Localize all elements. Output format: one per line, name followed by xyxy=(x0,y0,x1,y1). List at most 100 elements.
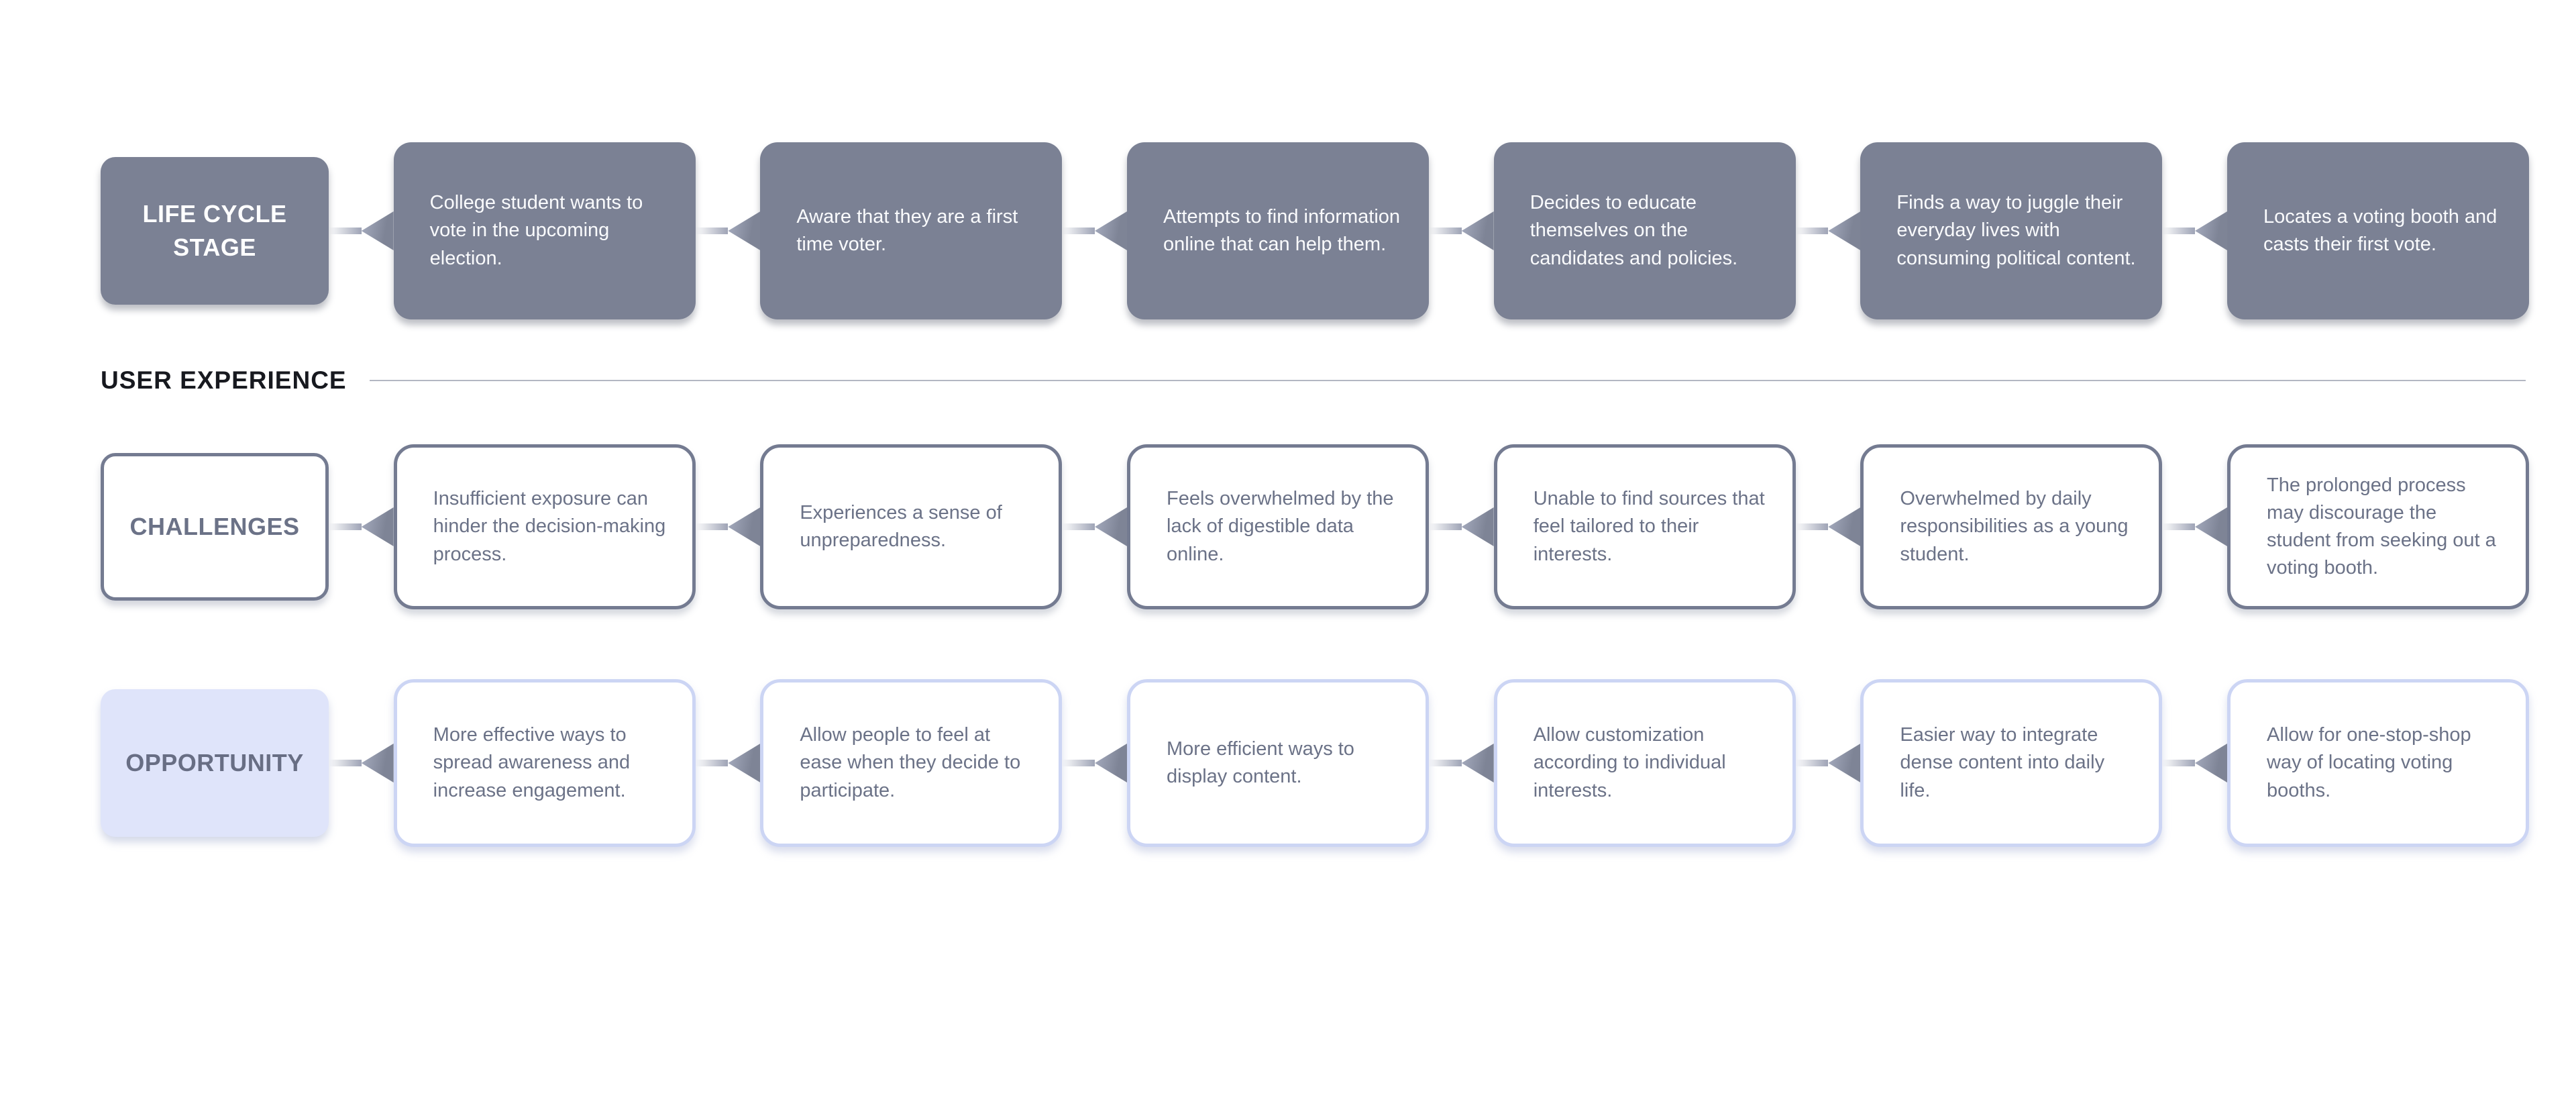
connector-line xyxy=(1429,228,1462,234)
challenge-card-text: The prolonged process may discourage the… xyxy=(2267,474,2496,579)
opportunity-card-text: Allow for one-stop-shop way of locating … xyxy=(2267,724,2471,801)
flow-connector xyxy=(1795,507,1861,546)
flow-connector xyxy=(2162,744,2228,782)
opportunity-card-text: More efficient ways to display content. xyxy=(1167,738,1354,787)
life-cycle-stage-row: LIFE CYCLE STAGE College student wants t… xyxy=(0,142,2576,319)
connector-line xyxy=(1429,760,1462,766)
connector-line xyxy=(329,523,362,530)
flow-connector xyxy=(329,211,394,250)
challenge-card-text: Feels overwhelmed by the lack of digesti… xyxy=(1167,488,1394,565)
opportunity-row: OPPORTUNITY More effective ways to sprea… xyxy=(0,679,2576,847)
connector-line xyxy=(329,228,362,234)
arrow-left-icon xyxy=(1828,507,1861,546)
challenge-card: Overwhelmed by daily responsibilities as… xyxy=(1860,444,2163,609)
arrow-left-icon xyxy=(2195,744,2228,782)
flow-connector xyxy=(695,744,761,782)
arrow-left-icon xyxy=(361,507,394,546)
flow-connector xyxy=(1795,744,1861,782)
flow-connector xyxy=(695,507,761,546)
challenges-label: CHALLENGES xyxy=(101,453,329,601)
stage-card-text: Attempts to find information online that… xyxy=(1163,205,1401,255)
challenge-card: Insufficient exposure can hinder the dec… xyxy=(393,444,696,609)
arrow-left-icon xyxy=(2195,507,2228,546)
connector-line xyxy=(1062,760,1095,766)
flow-connector xyxy=(1062,744,1128,782)
flow-connector xyxy=(1795,211,1861,250)
user-experience-section-header: USER EXPERIENCE xyxy=(0,362,2576,399)
flow-connector xyxy=(329,744,394,782)
challenges-label-text: CHALLENGES xyxy=(129,512,300,540)
connector-line xyxy=(2162,760,2196,766)
connector-line xyxy=(2162,228,2196,234)
opportunity-card: Easier way to integrate dense content in… xyxy=(1860,679,2163,847)
challenge-card: The prolonged process may discourage the… xyxy=(2227,444,2530,609)
opportunity-card: Allow people to feel at ease when they d… xyxy=(760,679,1063,847)
connector-line xyxy=(1062,523,1095,530)
stage-card-text: Finds a way to juggle their everyday liv… xyxy=(1896,192,2136,269)
stage-card: Locates a voting booth and casts their f… xyxy=(2227,142,2530,319)
stage-card: Aware that they are a first time voter. xyxy=(760,142,1063,319)
connector-line xyxy=(2162,523,2196,530)
arrow-left-icon xyxy=(2195,211,2228,250)
flow-connector xyxy=(1429,744,1494,782)
challenge-card: Unable to find sources that feel tailore… xyxy=(1493,444,1796,609)
opportunity-label-text: OPPORTUNITY xyxy=(125,748,304,776)
arrow-left-icon xyxy=(1461,507,1494,546)
flow-connector xyxy=(1062,211,1128,250)
stage-card-text: Decides to educate themselves on the can… xyxy=(1529,192,1738,269)
opportunity-card: Allow customization according to individ… xyxy=(1493,679,1796,847)
flow-connector xyxy=(329,507,394,546)
connector-line xyxy=(695,523,729,530)
arrow-left-icon xyxy=(361,211,394,250)
opportunity-card-text: Easier way to integrate dense content in… xyxy=(1900,724,2105,801)
challenge-card: Experiences a sense of unpreparedness. xyxy=(760,444,1063,609)
opportunity-card: Allow for one-stop-shop way of locating … xyxy=(2227,679,2530,847)
connector-line xyxy=(1795,228,1829,234)
arrow-left-icon xyxy=(1828,744,1861,782)
connector-line xyxy=(695,228,729,234)
arrow-left-icon xyxy=(728,507,761,546)
stage-card: Attempts to find information online that… xyxy=(1127,142,1430,319)
arrow-left-icon xyxy=(1828,211,1861,250)
journey-map-diagram: LIFE CYCLE STAGE College student wants t… xyxy=(0,142,2576,1112)
challenge-card: Feels overwhelmed by the lack of digesti… xyxy=(1127,444,1430,609)
opportunity-card: More efficient ways to display content. xyxy=(1127,679,1430,847)
opportunity-card: More effective ways to spread awareness … xyxy=(393,679,696,847)
flow-connector xyxy=(2162,507,2228,546)
opportunity-label: OPPORTUNITY xyxy=(101,689,329,837)
arrow-left-icon xyxy=(1095,744,1128,782)
life-cycle-stage-label: LIFE CYCLE STAGE xyxy=(101,157,329,305)
connector-line xyxy=(329,760,362,766)
arrow-left-icon xyxy=(361,744,394,782)
connector-line xyxy=(1795,523,1829,530)
connector-line xyxy=(1795,760,1829,766)
arrow-left-icon xyxy=(1461,211,1494,250)
connector-line xyxy=(1429,523,1462,530)
arrow-left-icon xyxy=(1461,744,1494,782)
stage-card-text: Locates a voting booth and casts their f… xyxy=(2263,205,2498,255)
section-title: USER EXPERIENCE xyxy=(101,366,347,394)
opportunity-card-text: Allow customization according to individ… xyxy=(1533,724,1726,801)
stage-card: College student wants to vote in the upc… xyxy=(393,142,696,319)
flow-connector xyxy=(2162,211,2228,250)
arrow-left-icon xyxy=(728,211,761,250)
flow-connector xyxy=(695,211,761,250)
challenge-card-text: Insufficient exposure can hinder the dec… xyxy=(433,488,666,565)
stage-card: Decides to educate themselves on the can… xyxy=(1493,142,1796,319)
arrow-left-icon xyxy=(728,744,761,782)
challenges-row: CHALLENGES Insufficient exposure can hin… xyxy=(0,444,2576,609)
opportunity-card-text: More effective ways to spread awareness … xyxy=(433,724,631,801)
challenge-card-text: Overwhelmed by daily responsibilities as… xyxy=(1900,488,2129,565)
stage-card: Finds a way to juggle their everyday liv… xyxy=(1860,142,2163,319)
life-cycle-stage-label-text: LIFE CYCLE STAGE xyxy=(142,199,287,261)
flow-connector xyxy=(1429,507,1494,546)
connector-line xyxy=(695,760,729,766)
challenge-card-text: Experiences a sense of unpreparedness. xyxy=(800,501,1002,551)
flow-connector xyxy=(1062,507,1128,546)
opportunity-card-text: Allow people to feel at ease when they d… xyxy=(800,724,1021,801)
arrow-left-icon xyxy=(1095,507,1128,546)
connector-line xyxy=(1062,228,1095,234)
challenge-card-text: Unable to find sources that feel tailore… xyxy=(1533,488,1765,565)
arrow-left-icon xyxy=(1095,211,1128,250)
stage-card-text: Aware that they are a first time voter. xyxy=(796,205,1018,255)
